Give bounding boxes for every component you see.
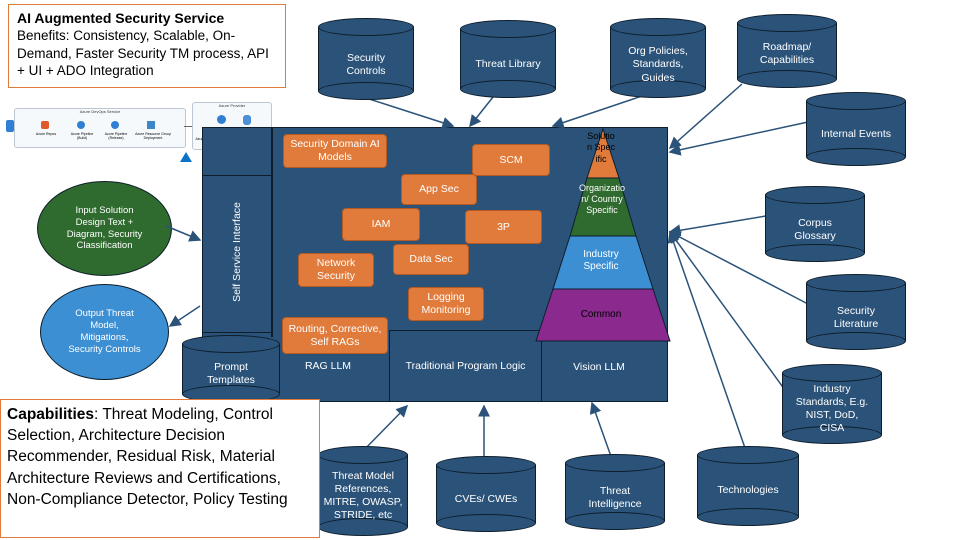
pipeline-release-label: Azure Pipeline (Release)	[104, 132, 128, 140]
internal-events-db: Internal Events	[806, 92, 906, 166]
azure-logo-icon	[180, 152, 192, 162]
3p-box: 3P	[465, 210, 542, 244]
knowledge-pyramid	[535, 127, 671, 342]
pipeline-build-icon	[77, 121, 85, 129]
logging-monitoring-box: Logging Monitoring	[408, 287, 484, 321]
corpus-glossary-label: Corpus Glossary	[794, 216, 836, 242]
security-literature-label: Security Literature	[833, 304, 879, 330]
arrow-org-policies	[551, 94, 646, 129]
repos-label: Azure Repos	[35, 132, 57, 136]
arrow-industry-standards	[669, 230, 786, 391]
arrow-internal-events	[668, 121, 809, 156]
org-policies-label: Org Policies, Standards, Guides	[628, 45, 688, 84]
arrow-roadmap	[668, 83, 743, 149]
database-icon	[243, 115, 251, 125]
capabilities-text: : Threat Modeling, Control Selection, Ar…	[7, 406, 288, 508]
arrow-security-controls	[365, 97, 455, 129]
pyramid-org-label: Organization/ Country Specific	[578, 183, 626, 215]
prompt-templates-db: Prompt Templates	[182, 335, 280, 403]
scm-box: SCM	[472, 144, 550, 176]
org-policies-db: Org Policies, Standards, Guides	[610, 18, 706, 98]
industry-standards-label: Industry Standards, E.g. NIST, DoD, CISA	[795, 382, 869, 435]
output-ellipse: Output Threat Model, Mitigations, Securi…	[40, 284, 169, 380]
cves-cwes-db: CVEs/ CWEs	[436, 456, 536, 532]
traditional-program-logic: Traditional Program Logic	[389, 330, 542, 402]
rag-llm-label: RAG LLM	[304, 360, 352, 372]
devops-icon	[6, 120, 14, 132]
threat-library-db: Threat Library	[460, 20, 556, 98]
threat-library-label: Threat Library	[475, 58, 541, 71]
divider-line	[271, 127, 273, 337]
roadmap-label: Roadmap/ Capabilities	[759, 40, 815, 66]
arrow-input	[165, 225, 202, 242]
threat-model-refs-label: Threat Model References, MITRE, OWASP, S…	[323, 469, 403, 522]
technologies-label: Technologies	[717, 484, 779, 497]
arrow-security-literature	[668, 231, 809, 305]
security-literature-db: Security Literature	[806, 274, 906, 350]
title-text: AI Augmented Security Service	[17, 10, 225, 26]
pyramid-common-label: Common	[580, 309, 622, 320]
prompt-templates-label: Prompt Templates	[207, 360, 255, 386]
web-app-icon	[217, 115, 226, 124]
technologies-db: Technologies	[697, 446, 799, 526]
arrow-output	[168, 305, 201, 327]
connector-line	[184, 126, 192, 127]
iam-box: IAM	[342, 208, 420, 241]
network-security-box: Network Security	[298, 253, 374, 287]
arrow-threat-intel	[589, 401, 614, 463]
input-ellipse: Input Solution Design Text + Diagram, Se…	[37, 181, 172, 276]
provider-title: Azure Provider	[218, 103, 246, 108]
devops-group: Azure DevOps Service Azure Repos Azure P…	[14, 108, 186, 148]
security-domain-models-box: Security Domain AI Models	[283, 134, 387, 168]
title-callout: AI Augmented Security Service Benefits: …	[8, 4, 286, 88]
industry-standards-db: Industry Standards, E.g. NIST, DoD, CISA	[782, 364, 882, 444]
security-controls-label: Security Controls	[346, 51, 386, 77]
rg-deploy-label: Azure Resource Group Deployment	[135, 132, 171, 140]
devops-title: Azure DevOps Service	[79, 109, 121, 114]
threat-model-refs-db: Threat Model References, MITRE, OWASP, S…	[318, 446, 408, 536]
cves-cwes-label: CVEs/ CWEs	[454, 493, 518, 506]
threat-intelligence-label: Threat Intelligence	[588, 484, 642, 510]
capabilities-label: Capabilities	[7, 406, 94, 423]
arrow-threat-library	[469, 91, 498, 128]
corpus-glossary-db: Corpus Glossary	[765, 186, 865, 262]
capabilities-callout: Capabilities: Threat Modeling, Control S…	[0, 399, 320, 538]
security-controls-db: Security Controls	[318, 18, 414, 100]
internal-events-label: Internal Events	[820, 128, 892, 141]
routing-rags-box: Routing, Corrective, Self RAGs	[282, 317, 388, 354]
roadmap-db: Roadmap/ Capabilities	[737, 14, 837, 88]
benefits-text: Benefits: Consistency, Scalable, On-Dema…	[17, 28, 269, 79]
vision-llm-label: Vision LLM	[573, 361, 625, 373]
pipeline-build-label: Azure Pipeline (Build)	[70, 132, 94, 140]
pyramid-common-tier	[535, 288, 671, 342]
data-sec-box: Data Sec	[393, 244, 469, 275]
pyramid-tip-label: Solution Specific	[586, 131, 616, 164]
rg-deploy-icon	[147, 121, 155, 129]
arrow-technologies	[667, 230, 746, 449]
repos-icon	[41, 121, 49, 129]
traditional-logic-label: Traditional Program Logic	[405, 360, 526, 372]
pipeline-release-icon	[111, 121, 119, 129]
app-sec-box: App Sec	[401, 174, 477, 205]
pyramid-industry-label: Industry Specific	[583, 249, 619, 272]
threat-intelligence-db: Threat Intelligence	[565, 454, 665, 530]
arrow-corpus	[668, 215, 767, 237]
